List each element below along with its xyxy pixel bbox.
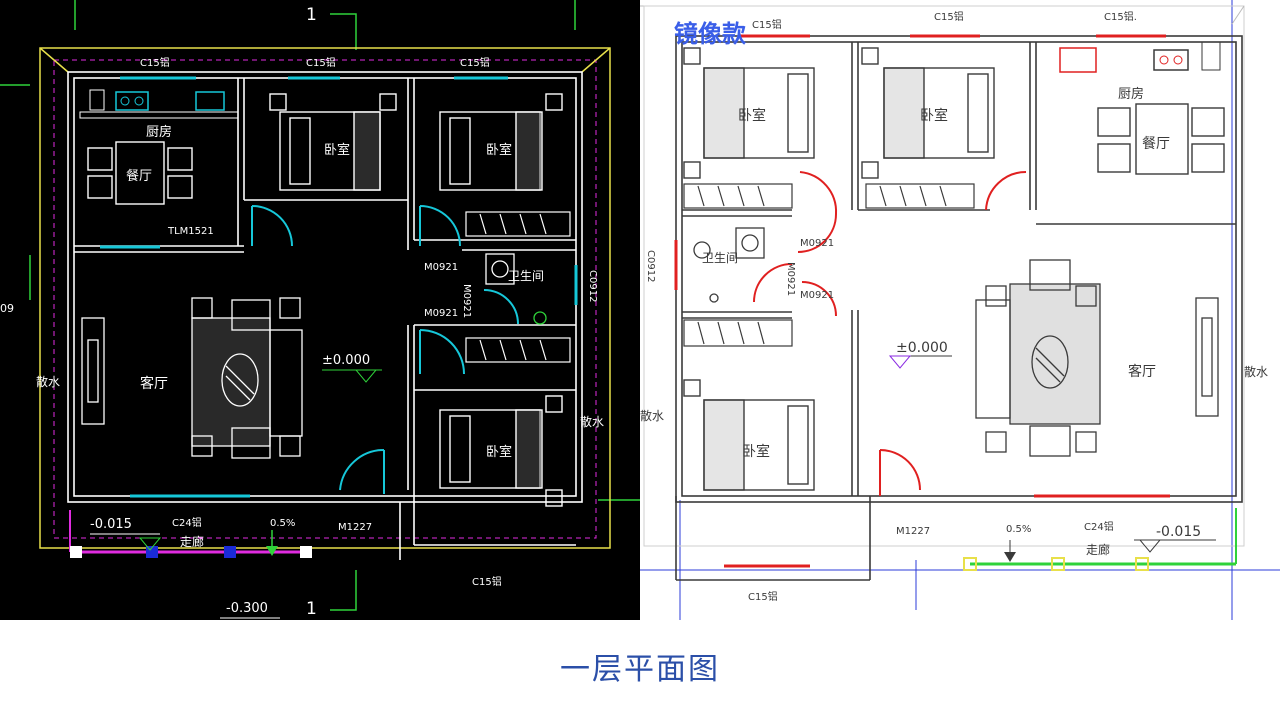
door-c: M0921 <box>461 284 472 318</box>
window-right: C0912 <box>587 270 598 302</box>
window-corridor: C24铝 <box>172 517 202 529</box>
room-bedroom-3: 卧室 <box>486 444 512 460</box>
room-bedroom-2: 卧室 <box>486 142 512 158</box>
door-swings <box>251 205 519 494</box>
window-bottom-right: C15铝 <box>748 591 778 603</box>
living-room-furniture <box>81 297 303 459</box>
left-floor-plan: 1 1 09 C15铝 C15铝 C15铝 C15铝 C24铝 C0912 厨房… <box>0 0 640 620</box>
drain-left: 散水 <box>36 374 60 389</box>
room-corridor-right: 走廊 <box>1086 542 1110 557</box>
room-bathroom-right: 卫生间 <box>702 251 738 265</box>
room-bedroom-2-right: 卧室 <box>920 107 948 124</box>
corridor <box>69 510 312 558</box>
elevation-main-right: ±0.000 <box>896 340 948 356</box>
room-bedroom-3-right: 卧室 <box>742 443 770 460</box>
elevation-ground: -0.300 <box>226 601 268 616</box>
grid-lines <box>0 0 640 611</box>
axis-label-top: 1 <box>306 5 317 25</box>
side-dim-label: 09 <box>0 302 14 315</box>
window-top-right: C15铝 <box>460 57 490 69</box>
mirror-title: 镜像款 <box>674 20 747 48</box>
elevation-marker-main-right <box>888 355 952 369</box>
window-top-right-right: C15铝. <box>1104 11 1137 23</box>
windows <box>100 76 578 498</box>
bathroom-fixtures-right <box>693 227 765 303</box>
door-b-right: M0921 <box>800 290 834 301</box>
elevation-main: ±0.000 <box>322 353 370 368</box>
bed-icons-right <box>683 47 995 491</box>
grid-lines-right <box>640 0 1280 620</box>
dining-table-icon-right <box>1097 103 1225 175</box>
door-a: M0921 <box>424 262 458 273</box>
corridor-right <box>963 508 1237 571</box>
left-plan-drawing: 1 1 09 C15铝 C15铝 C15铝 C15铝 C24铝 C0912 厨房… <box>0 0 640 619</box>
wardrobe-icons-right <box>683 183 975 347</box>
room-kitchen: 厨房 <box>146 124 172 140</box>
room-corridor: 走廊 <box>180 534 204 549</box>
window-top-mid: C15铝 <box>306 57 336 69</box>
axis-label-bottom: 1 <box>306 599 317 619</box>
drain-line <box>53 59 597 539</box>
window-corridor-right: C24铝 <box>1084 521 1114 533</box>
door-a-right: M0921 <box>800 238 834 249</box>
sink-icon-right <box>1059 47 1097 73</box>
slope-label: 0.5% <box>270 518 295 529</box>
door-entry: M1227 <box>338 522 372 533</box>
drain-right: 散水 <box>580 414 604 429</box>
living-room-furniture-right <box>975 259 1219 457</box>
slope-label-right: 0.5% <box>1006 524 1031 535</box>
room-living-right: 客厅 <box>1128 363 1156 380</box>
elevation-corridor: -0.015 <box>90 517 132 532</box>
windows-right <box>674 34 1170 568</box>
window-top-mid-right: C15铝 <box>934 11 964 23</box>
room-bathroom: 卫生间 <box>508 269 544 283</box>
right-plan-drawing: 镜像款 C15铝 C15铝 C15铝. C15铝 C24铝 C0912 卧室 卧… <box>640 0 1280 620</box>
window-left-right: C0912 <box>645 250 656 282</box>
room-dining: 餐厅 <box>126 168 152 184</box>
stove-icon-right <box>1153 49 1189 71</box>
door-c-right: M0921 <box>785 262 796 296</box>
right-floor-plan: 镜像款 C15铝 C15铝 C15铝. C15铝 C24铝 C0912 卧室 卧… <box>640 0 1280 620</box>
room-bedroom-1: 卧室 <box>324 142 350 158</box>
outer-border <box>39 47 611 549</box>
drain-mid-right: 散水 <box>640 408 664 423</box>
bed-icons <box>269 93 563 507</box>
window-top-left: C15铝 <box>140 57 170 69</box>
door-entry-right: M1227 <box>896 526 930 537</box>
door-b: M0921 <box>424 308 458 319</box>
sink-icon <box>195 91 225 111</box>
dining-table-icon <box>87 141 193 205</box>
door-kitchen: TLM1521 <box>167 226 214 237</box>
elevation-corridor-right: -0.015 <box>1156 524 1201 540</box>
door-swings-right <box>753 170 1027 496</box>
figure-caption: 一层平面图 <box>560 652 720 687</box>
room-kitchen-right: 厨房 <box>1118 86 1144 102</box>
drain-right-right: 散水 <box>1244 364 1268 379</box>
wardrobe-icons <box>465 211 571 363</box>
elevation-marker-main <box>322 369 382 383</box>
room-dining-right: 餐厅 <box>1142 136 1170 152</box>
window-bottom: C15铝 <box>472 576 502 588</box>
room-living: 客厅 <box>140 375 168 392</box>
bathroom-fixtures <box>485 253 547 325</box>
stove-icon <box>115 91 149 111</box>
window-top-left-right: C15铝 <box>752 19 782 31</box>
room-bedroom-1-right: 卧室 <box>738 107 766 124</box>
